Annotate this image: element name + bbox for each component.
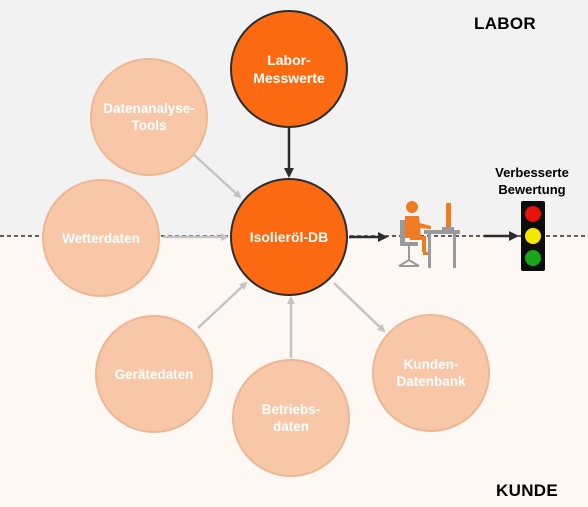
operating-data-label: Betriebs- daten [261,402,321,434]
operating-data-node: Betriebs- daten [232,359,350,477]
traffic-light-yellow [525,228,541,244]
labor-zone-label: LABOR [474,14,536,33]
insulating-oil-db-node: Isolieröl-DB [230,178,348,296]
lab-values-label: Labor- Messwerte [253,52,325,86]
device-data-label: Gerätedaten [114,366,194,382]
kunde-zone-label: KUNDE [496,481,558,500]
arrow-hub-to-customer-db [333,282,386,333]
worker-at-desk-icon [398,201,460,268]
customer-db-label: Kunden- Datenbank [396,357,466,389]
arrow-device-to-hub [197,281,248,329]
arrow-tools-to-hub [192,153,242,199]
weather-data-node: Wetterdaten [42,179,160,297]
traffic-light-red [525,206,541,222]
analysis-tools-node: Datenanalyse- Tools [90,58,208,176]
insulating-oil-db-label: Isolieröl-DB [249,229,329,245]
traffic-light-icon [521,201,545,271]
improved-rating-label: Verbesserte Bewertung [495,165,569,197]
analysis-tools-label: Datenanalyse- Tools [103,101,195,133]
device-data-node: Gerätedaten [95,315,213,433]
traffic-light-green [525,250,541,266]
lab-values-node: Labor- Messwerte [230,10,348,128]
weather-data-label: Wetterdaten [62,230,140,246]
customer-db-node: Kunden- Datenbank [372,314,490,432]
